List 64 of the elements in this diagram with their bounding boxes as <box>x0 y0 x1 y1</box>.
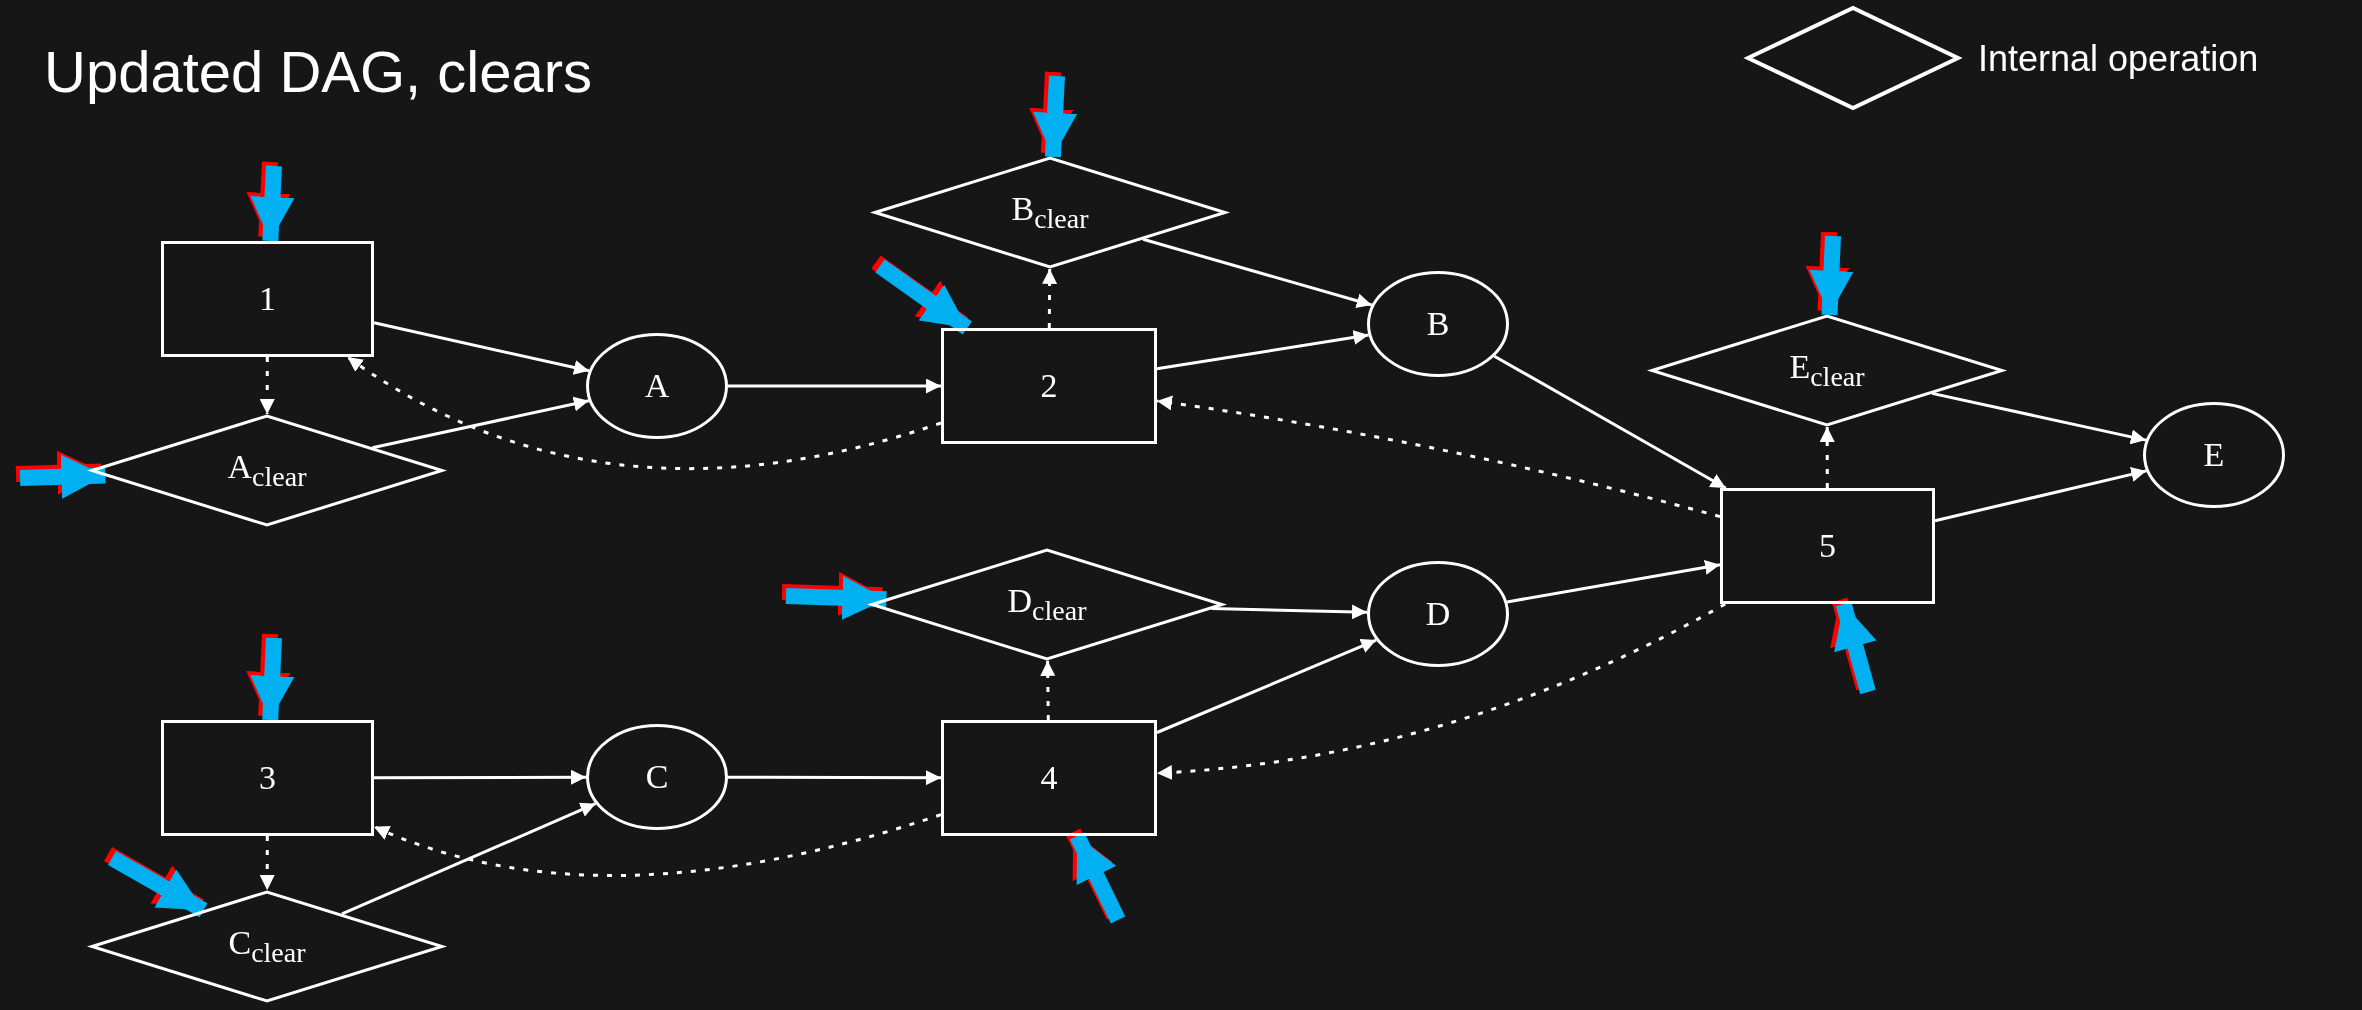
dotted-arrow <box>1156 395 1721 519</box>
arrow <box>1934 467 2147 523</box>
operation-diamond <box>873 156 1227 269</box>
diagram-title: Updated DAG, clears <box>44 38 593 105</box>
state-circle <box>586 724 728 830</box>
state-circle <box>586 333 728 439</box>
arrow <box>1156 330 1369 371</box>
node-label: E$_{clear}$ <box>1789 348 1865 393</box>
pointer-arrow <box>785 575 887 620</box>
pointer-arrow <box>1033 75 1078 158</box>
dotted-arrow <box>373 813 942 877</box>
dotted-arrow <box>1040 660 1056 721</box>
arrow <box>374 769 586 785</box>
node-label: 2 <box>1040 367 1058 405</box>
node-label: D <box>1425 595 1451 633</box>
node-label: 5 <box>1819 527 1836 565</box>
arrow <box>1506 560 1721 604</box>
node-label: 3 <box>259 759 276 797</box>
arrow <box>1211 604 1368 620</box>
operation-diamond <box>870 548 1224 661</box>
arrow <box>372 396 590 450</box>
node-label: D$_{clear}$ <box>1007 582 1087 627</box>
dotted-arrow <box>1156 602 1726 780</box>
pointer-arrow <box>108 851 208 918</box>
arrow <box>1156 638 1377 734</box>
dotted-arrow <box>1819 426 1835 488</box>
node-label: A <box>644 367 670 405</box>
arrow <box>728 770 941 786</box>
dotted-arrow <box>346 355 942 470</box>
state-circle <box>1367 271 1509 377</box>
process-box <box>161 241 374 357</box>
dotted-arrow <box>259 836 275 891</box>
pointer-arrow <box>1809 235 1854 316</box>
pointer-arrow <box>250 165 295 242</box>
operation-diamond <box>90 890 444 1003</box>
process-box <box>1720 488 1935 604</box>
state-circle <box>2143 402 2285 508</box>
arrow <box>1931 391 2147 445</box>
node-label: 1 <box>259 280 276 318</box>
node-label: E <box>2203 436 2225 474</box>
dotted-arrow <box>1042 268 1058 328</box>
operation-diamond <box>90 414 444 527</box>
legend-label: Internal operation <box>1978 38 2259 80</box>
node-label: C <box>645 758 669 796</box>
process-box <box>941 720 1157 836</box>
pointer-arrow <box>875 259 972 335</box>
arrow <box>373 321 590 375</box>
arrow <box>1493 354 1727 490</box>
arrow <box>1142 237 1373 309</box>
arrow <box>341 802 597 916</box>
process-box <box>941 328 1157 444</box>
node-label: C$_{clear}$ <box>228 924 306 969</box>
operation-diamond <box>1650 314 2004 427</box>
node-label: B$_{clear}$ <box>1011 190 1089 235</box>
node-label: A$_{clear}$ <box>227 448 307 493</box>
pointer-arrow <box>250 637 295 721</box>
pointer-arrow <box>19 454 106 499</box>
node-label: 4 <box>1040 759 1058 797</box>
process-box <box>161 720 374 836</box>
arrow <box>728 378 941 394</box>
pointer-arrow <box>1834 601 1877 695</box>
dotted-arrow <box>259 357 275 415</box>
node-label: B <box>1426 305 1450 343</box>
state-circle <box>1367 561 1509 667</box>
